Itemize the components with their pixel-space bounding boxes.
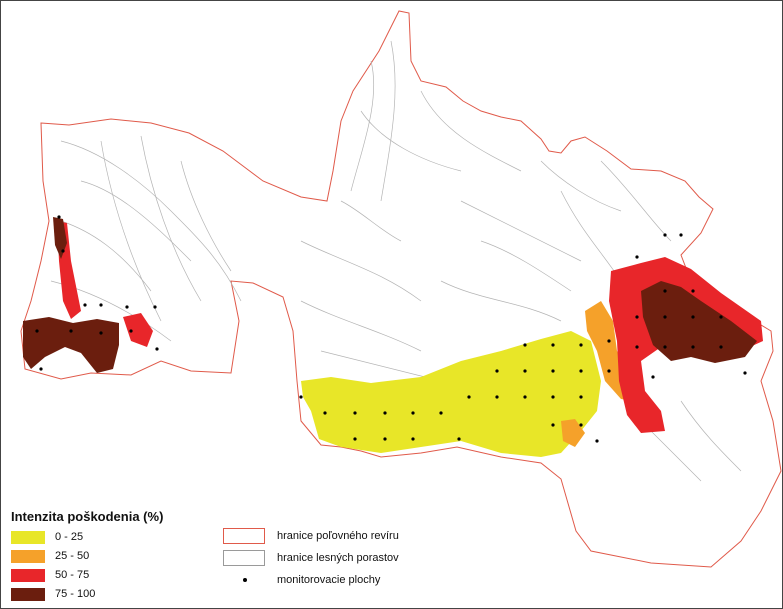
- legend-item-75-100: 75 - 100: [11, 586, 95, 602]
- legend-swatch: [11, 530, 45, 544]
- damage-zone-25-50-b: [561, 419, 585, 447]
- damage-zone-75-100: [641, 281, 757, 363]
- hunting-ground-boundary: [20, 10, 782, 568]
- legend-item-0-25: 0 - 25: [11, 529, 83, 545]
- legend-item-forest-boundary: hranice lesných porastov: [223, 550, 399, 566]
- legend-title: Intenzita poškodenia (%): [11, 509, 164, 524]
- damage-zone-50-75-west-b: [123, 313, 153, 347]
- damage-zone-75-100-west-b: [53, 217, 67, 259]
- legend-swatch: [223, 550, 265, 566]
- legend-item-50-75: 50 - 75: [11, 567, 89, 583]
- legend-item-25-50: 25 - 50: [11, 548, 89, 564]
- legend-swatch: [11, 549, 45, 563]
- damage-zone-75-100-west: [23, 317, 119, 373]
- legend-swatch: [11, 568, 45, 582]
- legend-item-monitoring-plots: monitorovacie plochy: [223, 572, 380, 588]
- damage-zone-0-25: [301, 331, 601, 457]
- legend-swatch: [223, 528, 265, 544]
- monitoring-plots: [35, 215, 747, 443]
- legend-dot: [243, 578, 247, 582]
- legend-item-hunting-boundary: hranice poľovného revíru: [223, 528, 399, 544]
- legend-swatch: [11, 587, 45, 601]
